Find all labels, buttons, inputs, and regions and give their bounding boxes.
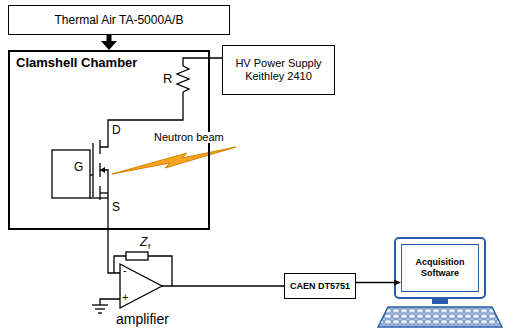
pin-label: S (112, 201, 120, 213)
mosfet-gate-plate (92, 143, 93, 197)
opamp-input-sign: + (122, 292, 128, 303)
keyboard (378, 307, 502, 327)
pin-label: G (74, 161, 83, 173)
hv-wire (183, 58, 222, 66)
neutron-beam-bolt (112, 147, 236, 174)
opamp-triangle (120, 264, 162, 308)
monitor-frame (395, 238, 485, 298)
output-wire (162, 285, 284, 286)
ground-symbol (95, 308, 105, 309)
gate-loop (52, 150, 90, 198)
arrow-head (101, 41, 117, 50)
connector-line (107, 35, 112, 42)
impedance-label: Z (140, 236, 147, 248)
ground-wire (100, 299, 120, 305)
feedback-impedance (126, 252, 148, 260)
monitor-stand (432, 298, 448, 304)
data-arrow (356, 280, 401, 286)
node-text: Thermal Air TA-5000A/B (55, 13, 184, 27)
impedance-subscript: f (148, 243, 150, 251)
pin-label: D (112, 124, 121, 136)
node-text: CAEN DT5751 (290, 281, 350, 292)
gate-wire (90, 174, 93, 175)
connector-line (356, 282, 395, 283)
mosfet-source-wire (100, 192, 108, 193)
node-text: Acquisition Software (405, 257, 475, 279)
node-text: Clamshell Chamber (16, 55, 137, 71)
mosfet-body-wire (100, 170, 108, 193)
arrow-head (394, 280, 401, 286)
equipment-box: Thermal Air TA-5000A/B (8, 5, 230, 35)
node-text: HV Power Supply Keithley 2410 (228, 57, 329, 83)
gate-source-wire (90, 197, 108, 198)
opamp-input-sign: - (123, 265, 127, 276)
feedback-wire (148, 256, 172, 286)
beam-label: Neutron beam (152, 132, 226, 143)
mosfet-arrow (100, 167, 105, 173)
amplifier-label: amplifier (116, 312, 169, 326)
ground-symbol (98, 312, 102, 313)
power-supply-box: HV Power Supply Keithley 2410 (222, 45, 335, 95)
component-label: R (163, 72, 172, 85)
resistor-symbol (177, 66, 189, 92)
software-screen: Acquisition Software (401, 244, 479, 292)
airflow-arrow (101, 35, 117, 50)
digitizer-box: CAEN DT5751 (284, 273, 356, 299)
mosfet-channel (99, 140, 100, 154)
ground-symbol (92, 304, 108, 305)
computer-icon (378, 238, 502, 327)
